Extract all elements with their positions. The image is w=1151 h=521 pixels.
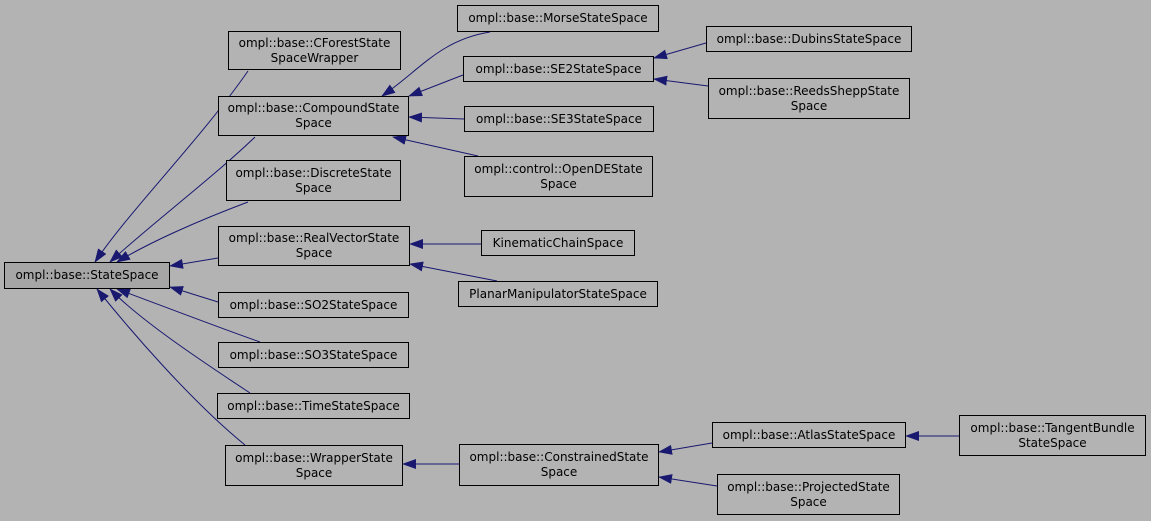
edge-so2 (169, 286, 219, 303)
node-se3-state-space[interactable]: ompl::base::SE3StateSpace (464, 106, 654, 132)
edge-atlas (658, 442, 713, 455)
edge-se3 (408, 112, 465, 123)
node-morse-state-space[interactable]: ompl::base::MorseStateSpace (457, 5, 659, 32)
edge-opende (392, 134, 479, 157)
edge-so3 (116, 288, 261, 343)
node-se2-state-space[interactable]: ompl::base::SE2StateSpace (463, 56, 654, 82)
edge-compound (109, 136, 256, 263)
node-planar-manipulator-state-space[interactable]: PlanarManipulatorStateSpace (458, 281, 658, 307)
edge-planar (409, 261, 498, 282)
node-time-state-space[interactable]: ompl::base::TimeStateSpace (217, 393, 410, 419)
edge-realvector (169, 257, 219, 269)
edge-time (109, 288, 251, 394)
node-atlas-state-space[interactable]: ompl::base::AtlasStateSpace (712, 422, 906, 448)
edge-projected (658, 474, 718, 487)
edge-wrapper (96, 288, 246, 446)
node-dubins-state-space[interactable]: ompl::base::DubinsStateSpace (706, 26, 912, 52)
node-statespace[interactable]: ompl::base::StateSpace (4, 262, 170, 289)
edge-se2 (408, 74, 464, 97)
node-so2-state-space[interactable]: ompl::base::SO2StateSpace (218, 292, 409, 318)
edge-morse (381, 31, 491, 97)
node-so3-state-space[interactable]: ompl::base::SO3StateSpace (218, 342, 409, 368)
node-kinematic-chain-space[interactable]: KinematicChainSpace (481, 230, 635, 256)
edge-dubins (653, 42, 707, 60)
edge-discrete (116, 201, 249, 263)
edge-reedsshepp (653, 75, 709, 87)
